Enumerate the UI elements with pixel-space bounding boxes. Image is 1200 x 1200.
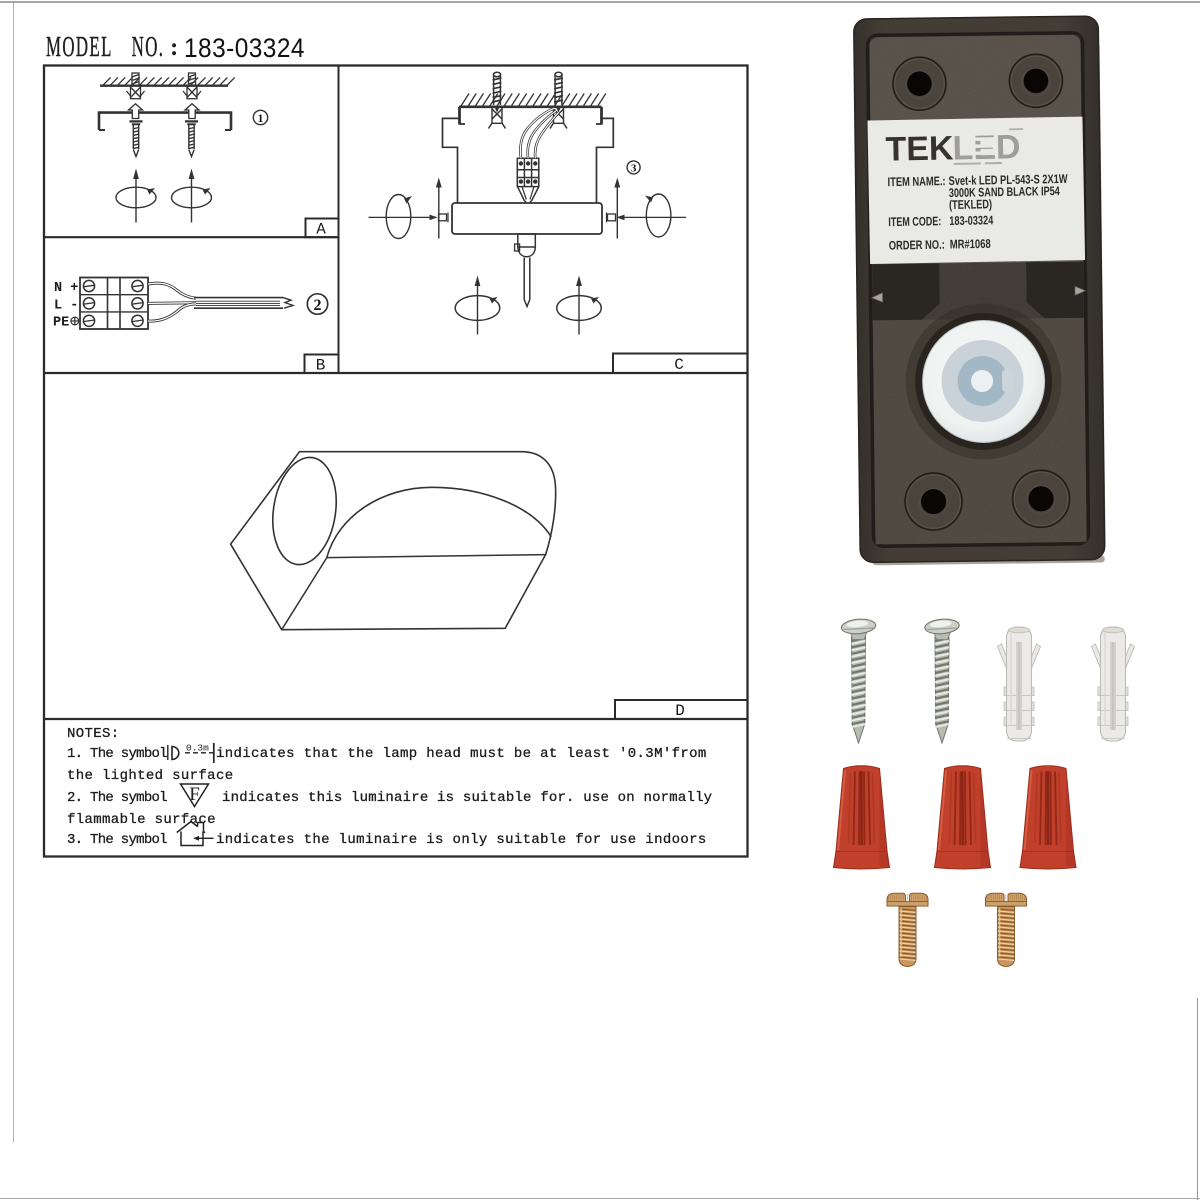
svg-text:MR#1068: MR#1068 — [950, 237, 991, 252]
svg-text:(TEKLED): (TEKLED) — [949, 197, 992, 212]
svg-text:D: D — [675, 702, 685, 720]
svg-text:C: C — [674, 356, 684, 374]
svg-text:TEK: TEK — [885, 129, 954, 168]
svg-text:PE: PE — [53, 316, 69, 331]
svg-text:B: B — [316, 357, 326, 375]
svg-text:L -: L - — [54, 299, 78, 314]
svg-text:2: 2 — [314, 297, 322, 314]
svg-text:ORDER NO.:: ORDER NO.: — [889, 238, 945, 253]
svg-text:0.3m: 0.3m — [186, 743, 209, 754]
svg-text:ITEM CODE:: ITEM CODE: — [888, 214, 941, 229]
svg-text:ITEM NAME.:: ITEM NAME.: — [887, 174, 945, 189]
svg-text:Svet-k LED PL-543-S 2X1W: Svet-k LED PL-543-S 2X1W — [948, 172, 1067, 188]
svg-text:N +: N + — [54, 281, 78, 296]
svg-text:3: 3 — [631, 163, 637, 175]
svg-text:183-03324: 183-03324 — [949, 213, 993, 228]
svg-text:1: 1 — [258, 113, 264, 125]
svg-text:F: F — [189, 784, 200, 805]
svg-text:LED: LED — [952, 128, 1021, 167]
svg-text:3000K SAND BLACK IP54: 3000K SAND BLACK IP54 — [949, 184, 1060, 200]
svg-text:A: A — [316, 221, 326, 239]
